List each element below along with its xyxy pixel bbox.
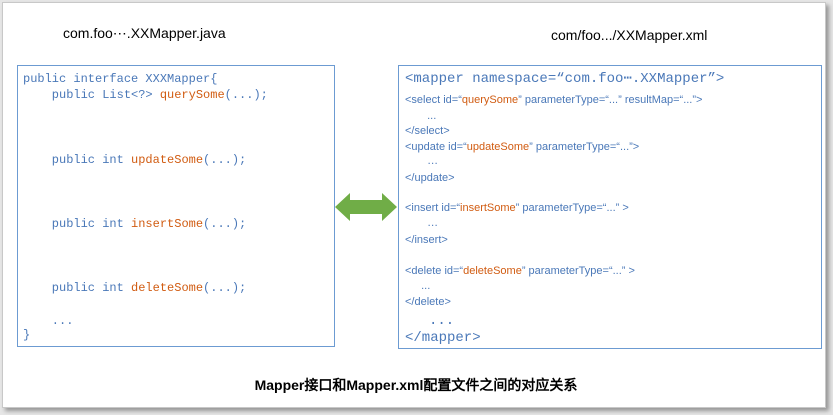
code-text: public interface XXXMapper{ xyxy=(23,72,218,86)
xml-insert-open: <insert id=“insertSome” parameterType=“.… xyxy=(405,201,629,215)
code-text: … xyxy=(421,155,439,167)
code-text: } xyxy=(23,328,31,342)
java-line-updatesome: public int updateSome(...); xyxy=(23,153,246,167)
code-text: ” parameterType=“...” > xyxy=(515,202,629,214)
xml-select-close: </select> xyxy=(405,124,450,138)
code-text: </delete> xyxy=(405,296,451,308)
xml-delete-open: <delete id=“deleteSome” parameterType=“.… xyxy=(405,264,635,278)
code-text: public int xyxy=(23,281,132,295)
xml-insert-body: … xyxy=(421,216,438,230)
code-text: <update id=“ xyxy=(405,141,467,153)
java-line-querysome: public List<?> querySome(...); xyxy=(23,88,268,102)
xml-select-body: ... xyxy=(421,109,436,123)
method-name: updateSome xyxy=(131,153,204,167)
java-code-box: public interface XXXMapper{ public List<… xyxy=(17,65,335,347)
xml-insert-close: </insert> xyxy=(405,233,448,247)
xml-update-close: </update> xyxy=(405,171,455,185)
java-line-interface: public interface XXXMapper{ xyxy=(23,72,217,86)
xml-update-open: <update id=“updateSome” parameterType=“.… xyxy=(405,140,639,154)
java-file-title: com.foo⋯.XXMapper.java xyxy=(63,25,226,41)
double-arrow-icon xyxy=(335,193,397,221)
xml-delete-body: ... xyxy=(415,279,430,293)
code-text: ” parameterType=“...” resultMap=“...”> xyxy=(518,94,703,106)
java-line-close: } xyxy=(23,328,30,342)
statement-id: insertSome xyxy=(460,202,516,214)
xml-code-box: <mapper namespace=“com.foo⋯.XXMapper”> <… xyxy=(398,65,822,349)
code-text: … xyxy=(421,217,439,229)
statement-id: querySome xyxy=(461,94,519,106)
java-line-ellipsis: ... xyxy=(23,314,74,328)
java-line-insertsome: public int insertSome(...); xyxy=(23,217,246,231)
diagram-caption: Mapper接口和Mapper.xml配置文件之间的对应关系 xyxy=(254,377,578,393)
xml-ellipsis: ... xyxy=(429,313,455,329)
diagram-frame: com.foo⋯.XXMapper.java public interface … xyxy=(2,2,826,408)
code-text: ... xyxy=(421,110,437,122)
code-text: public int xyxy=(23,217,132,231)
code-text: ... xyxy=(415,280,431,292)
code-text: ... xyxy=(23,314,74,328)
code-text: public List<?> xyxy=(23,88,160,102)
namespace-value: com.foo⋯.XXMapper xyxy=(564,71,708,87)
code-text: <delete id=“ xyxy=(405,265,464,277)
code-text: (...); xyxy=(224,88,268,102)
code-text: <select id=“ xyxy=(405,94,462,106)
code-text: ”> xyxy=(707,71,725,87)
code-text: (...); xyxy=(203,281,247,295)
java-line-deletesome: public int deleteSome(...); xyxy=(23,281,246,295)
method-name: insertSome xyxy=(131,217,204,231)
code-text: <mapper namespace=“ xyxy=(405,71,565,87)
xml-file-title: com/foo.../XXMapper.xml xyxy=(551,27,708,43)
xml-mapper-close: </mapper> xyxy=(405,330,481,346)
code-text: </update> xyxy=(405,172,455,184)
statement-id: updateSome xyxy=(466,141,530,153)
code-text: ” parameterType=“...” > xyxy=(521,265,635,277)
method-name: deleteSome xyxy=(131,281,204,295)
statement-id: deleteSome xyxy=(463,265,522,277)
code-text: public int xyxy=(23,153,132,167)
code-text: <insert id=“ xyxy=(405,202,461,214)
double-arrow-shape xyxy=(335,193,397,221)
code-text: (...); xyxy=(203,153,247,167)
xml-update-body: … xyxy=(421,154,438,168)
xml-delete-close: </delete> xyxy=(405,295,451,309)
method-name: querySome xyxy=(159,88,225,102)
xml-select-open: <select id=“querySome” parameterType=“..… xyxy=(405,93,702,107)
code-text: </select> xyxy=(405,125,450,137)
xml-mapper-open: <mapper namespace=“com.foo⋯.XXMapper”> xyxy=(405,72,724,86)
code-text: </insert> xyxy=(405,234,448,246)
code-text: (...); xyxy=(203,217,247,231)
code-text: ” parameterType=“...”> xyxy=(529,141,640,153)
